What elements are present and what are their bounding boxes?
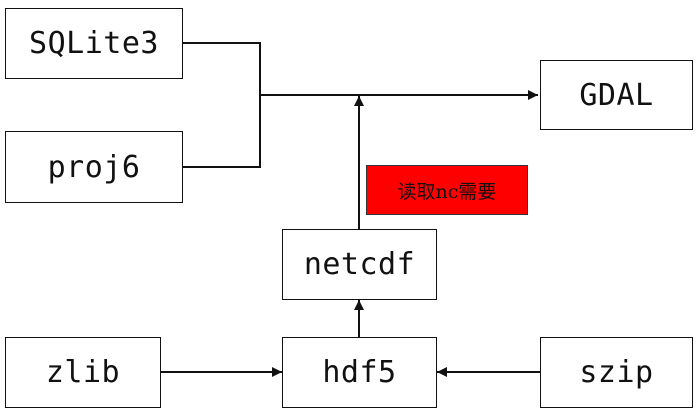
annotation-netcdf-note: 读取nc需要	[366, 165, 528, 215]
node-sqlite3: SQLite3	[5, 8, 183, 79]
node-proj6: proj6	[5, 131, 183, 203]
edge-proj6-to-gdal	[183, 95, 261, 168]
node-zlib: zlib	[5, 337, 161, 408]
node-netcdf: netcdf	[282, 229, 437, 300]
edge-sqlite3-to-gdal	[183, 42, 261, 95]
node-hdf5: hdf5	[282, 337, 437, 408]
node-gdal: GDAL	[540, 60, 693, 130]
node-szip: szip	[540, 337, 693, 408]
